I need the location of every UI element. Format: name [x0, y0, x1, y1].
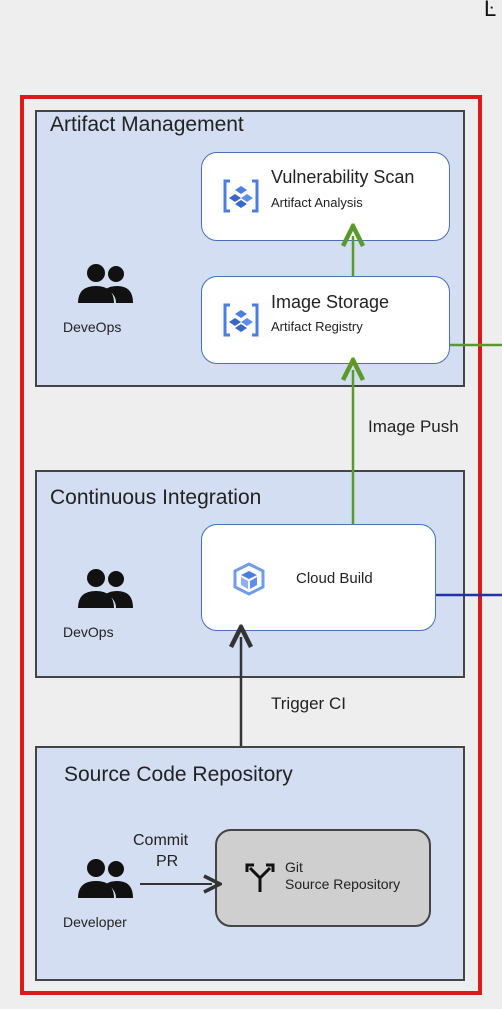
- devops-people-icon: [78, 264, 133, 303]
- vulnerability-scan-title: Vulnerability Scan: [271, 167, 415, 187]
- git-title: Git: [285, 859, 303, 875]
- artifact-management-title: Artifact Management: [50, 113, 244, 136]
- git-branch-icon: [245, 863, 275, 892]
- pr-label: PR: [156, 853, 179, 870]
- image-storage-box[interactable]: [201, 276, 450, 364]
- commit-label: Commit: [133, 832, 189, 849]
- cloud-build-box[interactable]: [201, 524, 436, 631]
- image-storage-subtitle: Artifact Registry: [271, 319, 363, 334]
- source-code-repository-title: Source Code Repository: [64, 763, 293, 786]
- vulnerability-scan-box[interactable]: [201, 152, 450, 241]
- git-subtitle: Source Repository: [285, 876, 401, 892]
- developer-people-icon: [78, 859, 133, 898]
- cloud-build-icon: [233, 562, 265, 596]
- image-storage-title: Image Storage: [271, 292, 390, 312]
- outer-frame: [20, 95, 482, 995]
- devops-people-icon: [78, 569, 133, 608]
- artifact-analysis-icon: [223, 179, 259, 213]
- image-push-label: Image Push: [368, 417, 459, 436]
- git-source-repository-box[interactable]: [215, 829, 431, 927]
- clipped-edge-glyph: Ŀ: [484, 0, 497, 21]
- trigger-ci-label: Trigger CI: [271, 694, 346, 713]
- cloud-build-title: Cloud Build: [296, 570, 373, 587]
- vulnerability-scan-subtitle: Artifact Analysis: [271, 195, 363, 210]
- ci-role-label: DevOps: [63, 624, 114, 640]
- developer-role-label: Developer: [63, 914, 127, 930]
- artifact-registry-icon: [223, 303, 259, 337]
- artifact-role-label: DeveOps: [63, 319, 122, 335]
- continuous-integration-title: Continuous Integration: [50, 486, 262, 509]
